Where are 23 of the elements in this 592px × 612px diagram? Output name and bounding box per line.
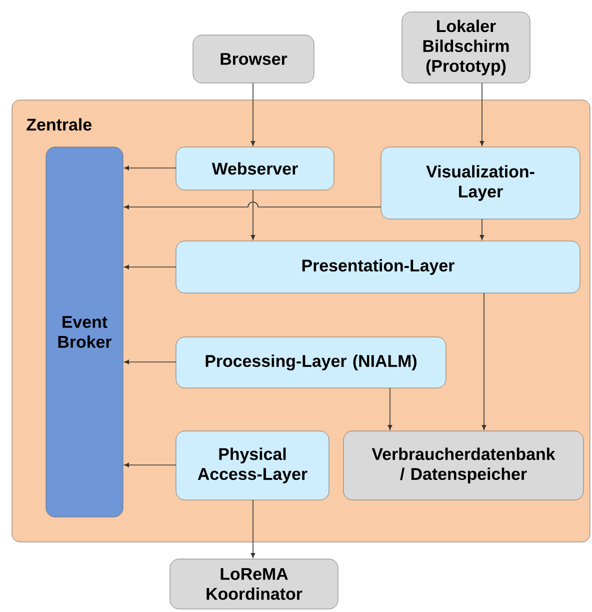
arrow <box>124 202 382 210</box>
broker-bar: Event Broker <box>46 146 124 518</box>
arrow <box>250 500 256 558</box>
arrow <box>124 166 176 170</box>
layer-box: Webserver <box>176 146 334 190</box>
process-box: Browser <box>192 34 314 84</box>
process-box: Lokaler Bildschirm (Prototyp) <box>402 12 530 84</box>
arrow <box>124 264 176 270</box>
group-label: Zentrale <box>26 118 92 131</box>
arrow <box>388 388 392 430</box>
arrow <box>124 360 176 364</box>
process-box: LoReMA Koordinator <box>170 558 338 610</box>
layer-box: Visualization-Layer <box>380 146 580 220</box>
arrow <box>250 190 256 240</box>
layer-box: Processing-Layer (NIALM) <box>176 336 446 388</box>
arrow <box>482 292 486 430</box>
process-box: Verbraucherdatenbank / Datenspeicher <box>343 430 584 500</box>
layer-box: Presentation-Layer <box>176 240 580 294</box>
arrow <box>480 82 484 146</box>
layer-box: Physical Access-Layer <box>176 430 330 500</box>
arrow <box>124 462 176 468</box>
arrow <box>250 82 256 146</box>
arrow <box>480 218 484 240</box>
